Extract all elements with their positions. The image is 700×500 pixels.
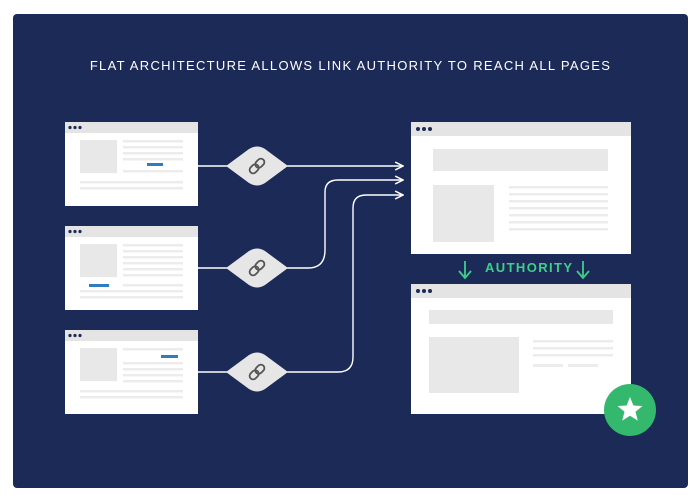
chain-link-icon [248, 259, 266, 277]
authority-label: AUTHORITY [485, 260, 574, 275]
star-icon [617, 397, 643, 421]
target-page [411, 122, 631, 254]
chain-link-icon [248, 157, 266, 175]
source-page-3 [65, 330, 198, 414]
diagram-canvas [65, 122, 656, 436]
connector-line-3 [198, 195, 403, 373]
source-page-2 [65, 226, 198, 310]
connector-line-2 [198, 180, 403, 269]
link-highlight [89, 284, 109, 287]
diagram-panel: FLAT ARCHITECTURE ALLOWS LINK AUTHORITY … [13, 14, 688, 488]
link-badge-1 [226, 146, 288, 186]
link-highlight [147, 163, 163, 166]
chain-link-icon [248, 363, 266, 381]
link-badge-2 [226, 248, 288, 288]
down-arrow-icon [458, 261, 472, 280]
authority-page [411, 284, 631, 414]
down-arrow-icon [576, 261, 590, 280]
diagram-title: FLAT ARCHITECTURE ALLOWS LINK AUTHORITY … [89, 58, 612, 73]
star-badge [604, 384, 656, 436]
link-badge-3 [226, 352, 288, 392]
source-page-1 [65, 122, 198, 206]
link-highlight [161, 355, 178, 358]
